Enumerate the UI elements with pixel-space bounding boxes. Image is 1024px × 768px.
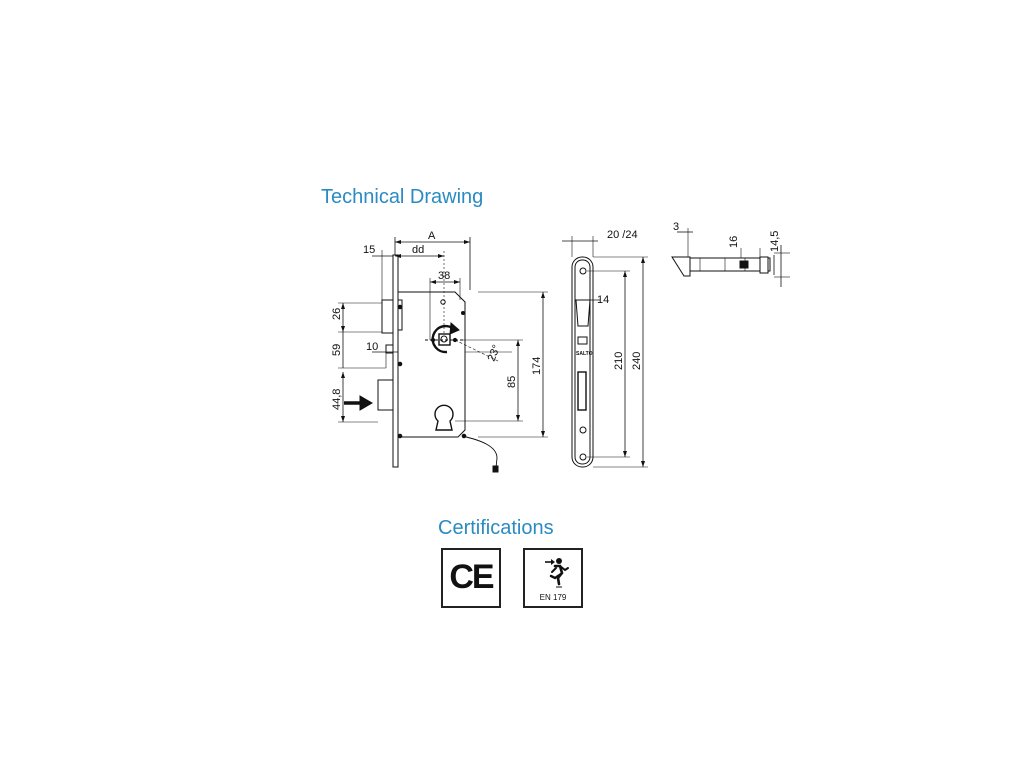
rotation-arrow xyxy=(431,324,456,354)
dim-3-label: 3 xyxy=(673,221,679,233)
technical-drawing-title: Technical Drawing xyxy=(321,186,484,208)
dim-59-label: 59 xyxy=(331,344,343,356)
forend-strip xyxy=(392,254,399,468)
dim-20-24-label: 20 /24 xyxy=(607,229,638,241)
lock-body xyxy=(397,291,466,438)
cylinder-profile xyxy=(434,404,454,431)
dim-dd-label: dd xyxy=(412,244,424,256)
dim-16-label: 16 xyxy=(728,236,740,248)
dim-240-label: 240 xyxy=(631,352,643,370)
dim-44-8-label: 44,8 xyxy=(331,389,343,410)
dim-38-label: 38 xyxy=(438,270,450,282)
emergency-exit-icon xyxy=(545,558,569,588)
faceplate-slot xyxy=(577,371,587,411)
certifications-title: Certifications xyxy=(438,517,554,539)
dim-14-5-label: 14,5 xyxy=(769,231,781,252)
dim-angle-label: 23° xyxy=(486,343,503,363)
en179-label: EN 179 xyxy=(539,593,567,602)
dim-14-label: 14 xyxy=(597,294,609,306)
side-view-body xyxy=(685,257,771,272)
en179-certification-badge: EN 179 xyxy=(523,548,583,608)
dim-85-label: 85 xyxy=(506,376,518,388)
cable xyxy=(461,435,498,469)
dim-210-label: 210 xyxy=(613,352,625,370)
ce-certification-badge: CE xyxy=(441,548,501,608)
dim-a-label: A xyxy=(428,230,436,242)
ce-mark: CE xyxy=(449,558,494,596)
faceplate-brand: SALTO xyxy=(576,351,593,357)
dim-26-label: 26 xyxy=(331,308,343,320)
dim-10-label: 10 xyxy=(366,341,378,353)
dim-15-label: 15 xyxy=(363,244,375,256)
dim-174-label: 174 xyxy=(531,357,543,375)
